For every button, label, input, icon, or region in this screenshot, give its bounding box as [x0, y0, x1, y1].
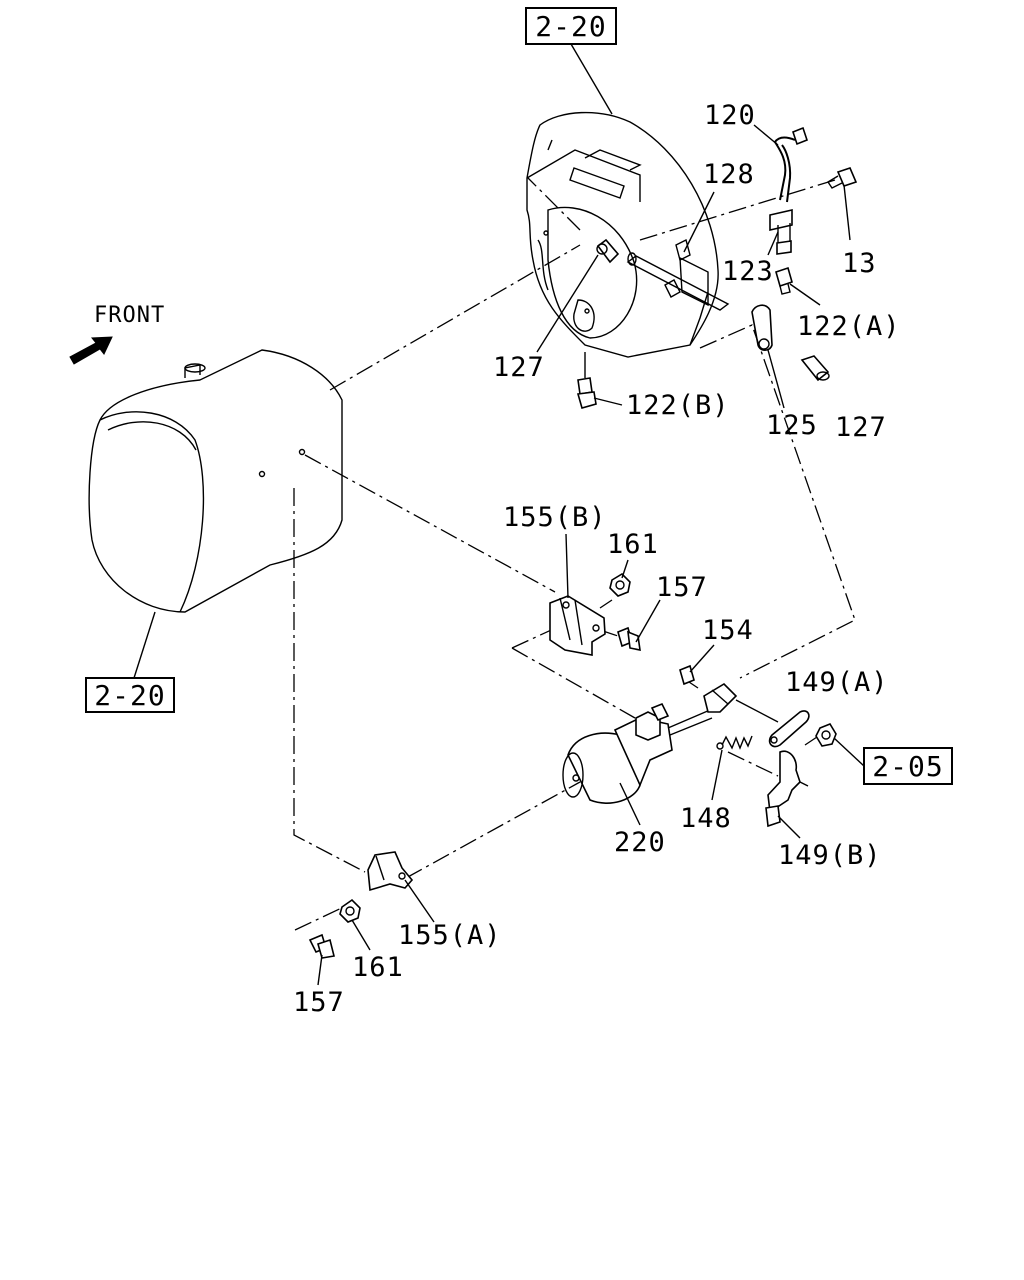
callout-155a: 155(A): [398, 920, 502, 951]
ref-box-top-label: 2-20: [535, 10, 606, 43]
part-clevis: [703, 682, 738, 713]
callout-149b: 149(B): [778, 840, 882, 871]
callout-154: 154: [702, 615, 754, 646]
part-127-fitting-upper: [596, 238, 620, 264]
callout-157-lower: 157: [293, 987, 345, 1018]
part-122a-fitting: [775, 266, 793, 295]
shift-shaft: [626, 252, 730, 311]
callout-123: 123: [722, 256, 774, 287]
callout-161-upper: 161: [607, 529, 659, 560]
part-125-lever: [751, 304, 773, 352]
part-122b-fitting: [576, 352, 597, 409]
callout-125: 125: [766, 410, 818, 441]
callout-122a: 122(A): [797, 311, 901, 342]
callout-148: 148: [680, 803, 732, 834]
callout-128: 128: [703, 159, 755, 190]
callout-127-upper: 127: [493, 352, 545, 383]
callout-122b: 122(B): [626, 390, 730, 421]
part-157-bolt-lower: [308, 933, 335, 959]
engine-block: [88, 349, 343, 613]
transmission-housing: [526, 111, 719, 358]
part-13-bolt: [827, 167, 858, 189]
ref-box-left-label: 2-20: [94, 679, 165, 712]
leader-ref-top: [570, 43, 613, 115]
callout-120: 120: [704, 100, 756, 131]
callout-220: 220: [614, 827, 666, 858]
part-220-actuator: [562, 702, 713, 804]
callout-155b: 155(B): [503, 502, 607, 533]
part-127-fitting-lower: [800, 355, 830, 382]
ref-box-right-label: 2-05: [872, 750, 943, 783]
part-149b-bracket: [765, 750, 809, 828]
front-arrow-icon: [69, 336, 113, 365]
callout-13: 13: [842, 248, 877, 279]
ref-box-right[interactable]: 2-05: [863, 747, 953, 785]
part-149a-lever: [735, 699, 810, 748]
callout-127-lower: 127: [835, 412, 887, 443]
part-154-bolt: [679, 664, 695, 686]
part-148-spring: [716, 735, 753, 750]
callout-labels: 120 128 13 123 122(A) 127 122(B) 125 127…: [293, 100, 901, 1018]
part-155b-bracket: [549, 595, 606, 656]
ref-box-left[interactable]: 2-20: [85, 677, 175, 713]
callout-157-upper: 157: [656, 572, 708, 603]
part-nut-2-05: [815, 723, 837, 747]
part-157-bolt-upper: [617, 626, 641, 652]
front-indicator: FRONT: [69, 303, 165, 365]
leader-ref-left: [133, 611, 156, 679]
part-161-nut-lower: [339, 898, 361, 923]
part-155a-bracket: [367, 851, 414, 892]
part-128-bracket: [675, 238, 709, 307]
callout-149a: 149(A): [785, 667, 889, 698]
ref-box-top[interactable]: 2-20: [525, 7, 617, 45]
part-161-nut-upper: [609, 572, 631, 597]
front-label: FRONT: [94, 303, 165, 328]
callout-161-lower: 161: [352, 952, 404, 983]
leader-lines: [317, 124, 865, 986]
